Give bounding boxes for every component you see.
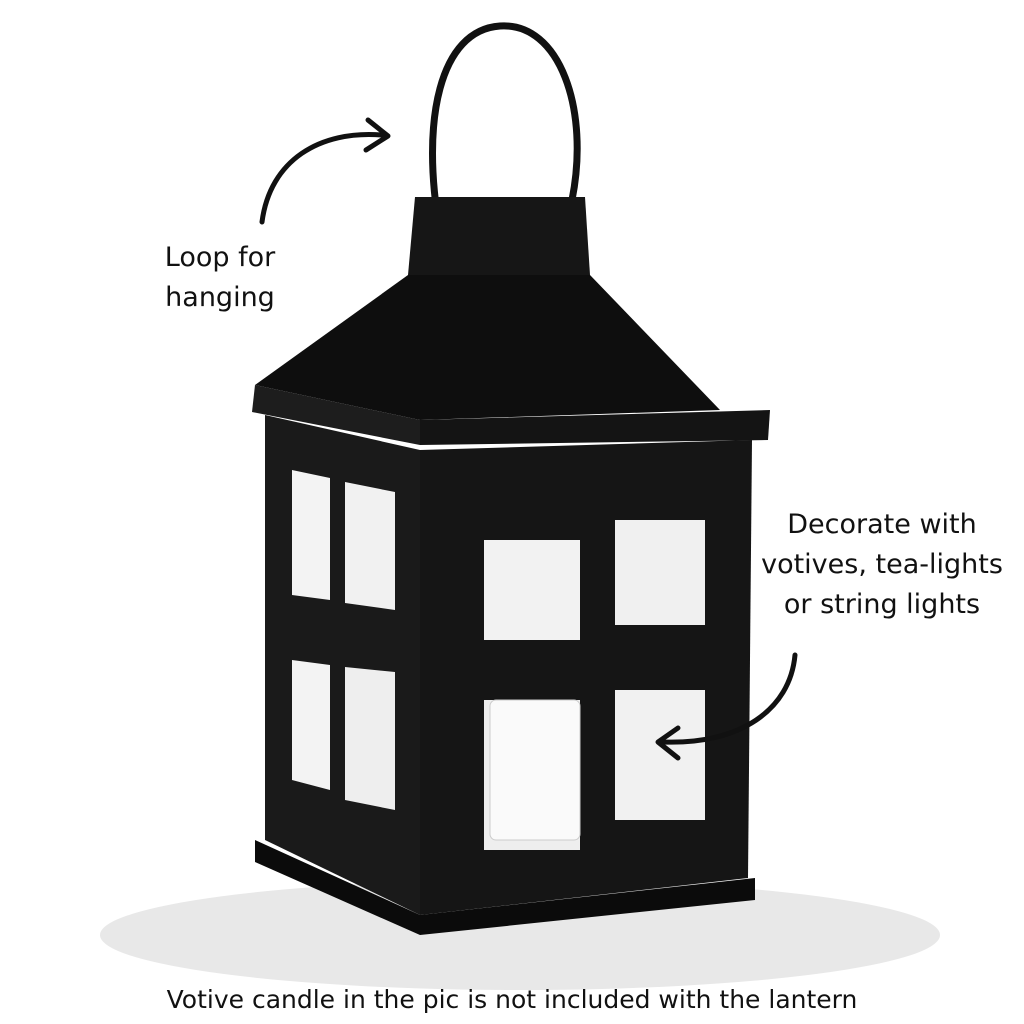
loop-caption-line2: hanging [165,282,275,313]
hanging-loop [429,22,581,233]
lantern-left-side [265,415,420,915]
lantern-roof [255,275,720,420]
loop-caption: Loop for hanging [140,238,300,318]
lantern-base [255,840,755,935]
decorate-caption-line1: Decorate with [787,509,977,540]
floor-shadow [100,880,940,990]
arrow-to-interior [659,652,798,745]
lantern-cap [408,197,590,275]
loop-caption-line1: Loop for [164,242,276,273]
arrow-to-loop [259,131,385,225]
decorate-caption-line3: or string lights [783,589,981,620]
lantern-front-door [420,440,752,915]
votive-candle [489,699,581,841]
decorate-caption: Decorate with votives, tea-lights or str… [752,505,1012,625]
decorate-caption-line2: votives, tea-lights [761,549,1003,580]
footer-note: Votive candle in the pic is not included… [166,985,858,1014]
